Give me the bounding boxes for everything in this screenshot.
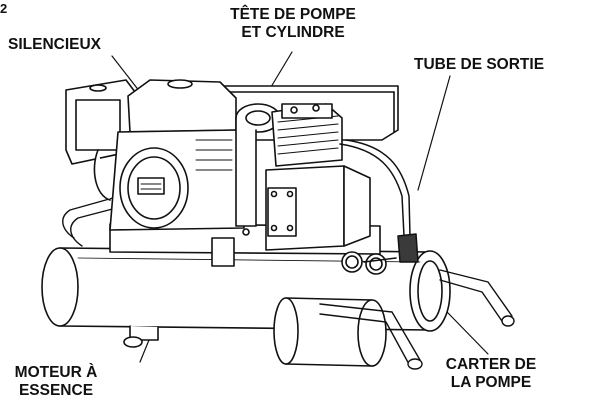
label-outlet-tube: TUBE DE SORTIE [414,56,545,73]
label-pump-head-line1: TÊTE DE POMPE [230,6,356,23]
label-muffler: SILENCIEUX [8,36,102,53]
handles [63,196,514,369]
label-pump-head-line2: ET CYLINDRE [241,24,345,41]
pump-crankcase [266,166,370,250]
pressure-gauges [342,252,396,274]
label-engine-line1: MOTEUR À [14,364,98,381]
gas-engine [66,80,244,230]
outlet-tube [340,140,418,262]
front-tank [274,298,386,366]
label-pump-head: TÊTE DE POMPE ET CYLINDRE [208,6,378,42]
belt-guard [236,104,280,226]
label-crankcase: CARTER DE LA POMPE [436,356,546,392]
label-engine: MOTEUR À ESSENCE [8,364,104,400]
page-number: 2 [0,1,8,16]
air-tank [42,248,450,356]
label-crankcase-line2: LA POMPE [450,374,532,391]
label-engine-line2: ESSENCE [18,382,94,399]
label-crankcase-line1: CARTER DE [445,356,537,373]
pump-head [272,104,342,166]
